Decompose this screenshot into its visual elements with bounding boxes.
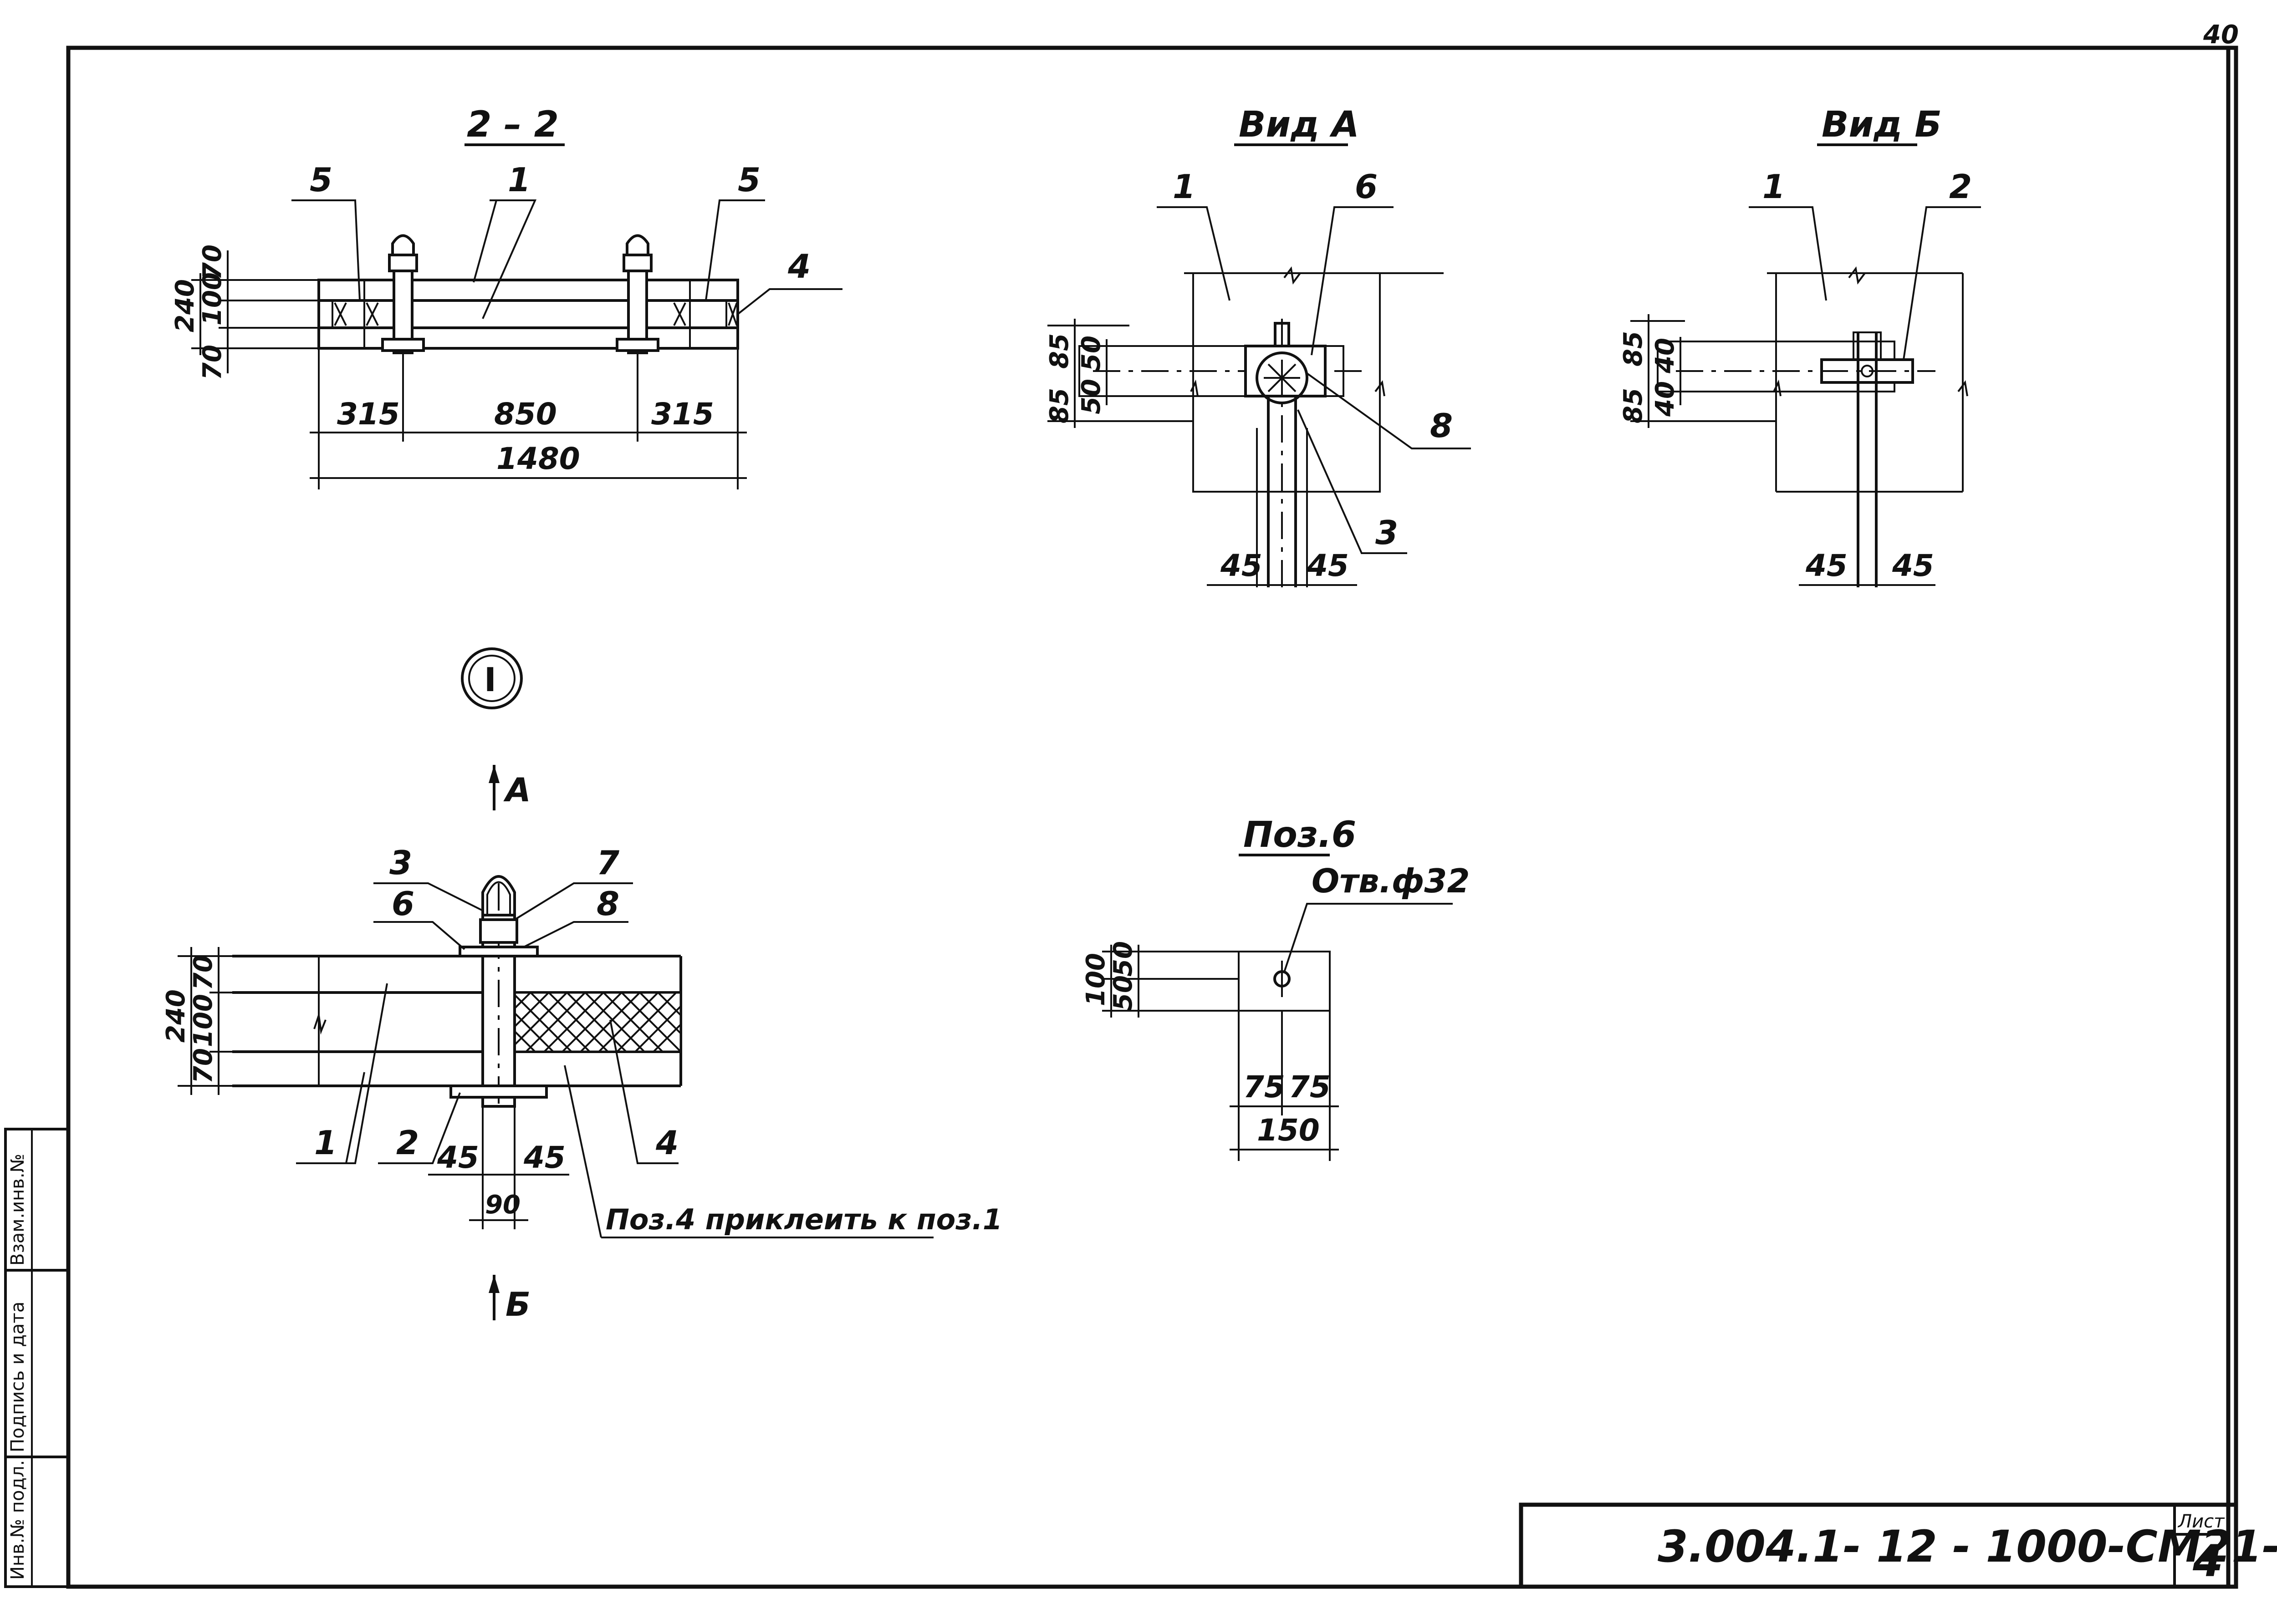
view-a-callout-6: 6 bbox=[1355, 168, 1378, 206]
view-a-dim-85-a: 85 bbox=[1045, 388, 1074, 423]
sheet-number: 4 bbox=[2192, 1536, 2223, 1587]
pos-6-dim-50-a: 50 bbox=[1108, 975, 1138, 1011]
node-dim-70-bottom: 70 bbox=[189, 1048, 218, 1084]
bolt-right bbox=[616, 234, 659, 354]
pos-6-dim-50-b: 50 bbox=[1108, 941, 1138, 977]
view-a-callout-8: 8 bbox=[1430, 407, 1453, 445]
node-callout-8: 8 bbox=[597, 885, 619, 923]
stamp-vzam-inv: Взам.инв.№ bbox=[7, 1154, 28, 1266]
pos-6-dim-75-right: 75 bbox=[1289, 1069, 1331, 1105]
document-code: 3.004.1- 12 - 1000-СМ21-4 bbox=[1658, 1521, 2277, 1572]
dim-240: 240 bbox=[170, 279, 200, 332]
view-b-dim-40-b: 40 bbox=[1650, 338, 1680, 374]
view-a-dim-45-right: 45 bbox=[1307, 548, 1349, 583]
title-block: 3.004.1- 12 - 1000-СМ21-4 Лист 4 bbox=[1519, 1502, 2277, 1589]
pos-6-dim-75-left: 75 bbox=[1243, 1069, 1285, 1105]
node-marker: I bbox=[461, 647, 523, 709]
bolt-left bbox=[381, 234, 425, 354]
node-callout-4: 4 bbox=[655, 1124, 679, 1162]
node-dim-45-left: 45 bbox=[437, 1140, 479, 1175]
dim-1480: 1480 bbox=[496, 441, 580, 476]
node-dim-45-right: 45 bbox=[523, 1140, 566, 1175]
node-callout-3: 3 bbox=[389, 844, 412, 882]
view-b-callout-1: 1 bbox=[1762, 168, 1785, 206]
view-b: Вид Б 1 2 85 85 40 40 45 45 bbox=[1618, 104, 1981, 587]
node-callout-7: 7 bbox=[597, 844, 619, 882]
insulation-hatch bbox=[511, 991, 682, 1053]
view-a-callout-3: 3 bbox=[1375, 514, 1398, 552]
pos-6-title: Поз.6 bbox=[1243, 815, 1356, 855]
view-a-title: Вид А bbox=[1239, 104, 1359, 145]
arrow-b: Б bbox=[489, 1275, 531, 1324]
section-2-2: 2 – 2 5 1 5 bbox=[170, 104, 842, 489]
view-a-dim-50-a: 50 bbox=[1077, 379, 1106, 414]
view-b-title: Вид Б bbox=[1822, 104, 1942, 145]
view-a-dim-45-left: 45 bbox=[1220, 548, 1262, 583]
section-2-2-horiz-dims: 315 850 315 1480 bbox=[310, 348, 747, 489]
stamp-inv-podl: Инв.№ подл. bbox=[7, 1460, 28, 1580]
view-b-callout-2: 2 bbox=[1949, 168, 1972, 206]
section-2-2-vert-dims: 240 70 100 70 bbox=[170, 244, 319, 380]
corner-number: 40 bbox=[2203, 20, 2239, 50]
view-b-dim-40-a: 40 bbox=[1650, 381, 1680, 417]
node-bolt bbox=[449, 875, 548, 1108]
node-dim-100: 100 bbox=[189, 994, 218, 1047]
callout-4: 4 bbox=[787, 247, 811, 285]
node-marker-label: I bbox=[484, 661, 496, 699]
dim-315-right: 315 bbox=[651, 397, 714, 432]
callout-5-right: 5 bbox=[738, 161, 761, 199]
dim-315-left: 315 bbox=[337, 397, 400, 432]
node-callout-2: 2 bbox=[396, 1124, 419, 1162]
node-callout-6: 6 bbox=[392, 885, 414, 923]
view-a: Вид А 1 6 8 3 85 85 50 50 bbox=[1045, 104, 1471, 587]
callout-1: 1 bbox=[508, 161, 531, 199]
arrow-a: А bbox=[489, 765, 531, 810]
dim-100: 100 bbox=[198, 272, 227, 326]
dim-850: 850 bbox=[494, 397, 557, 432]
node-1: I А Б bbox=[161, 647, 1002, 1324]
view-b-dim-85-a: 85 bbox=[1618, 388, 1648, 423]
view-a-callout-1: 1 bbox=[1173, 168, 1195, 206]
sheet-frame: 40 bbox=[66, 20, 2239, 1589]
stamp-podpis-data: Подпись и дата bbox=[7, 1302, 28, 1452]
node-note: Поз.4 приклеить к поз.1 bbox=[606, 1203, 1002, 1236]
view-b-dim-45-left: 45 bbox=[1805, 548, 1848, 583]
dim-70-bottom: 70 bbox=[198, 345, 227, 380]
arrow-b-label: Б bbox=[505, 1285, 531, 1324]
section-2-2-title: 2 – 2 bbox=[467, 104, 559, 145]
view-b-dim-45-right: 45 bbox=[1892, 548, 1934, 583]
bolt-head-circle bbox=[1256, 351, 1308, 404]
pos-6: Поз.6 Отв.ф32 100 50 50 75 75 150 bbox=[1081, 815, 1470, 1161]
node-callout-1: 1 bbox=[314, 1124, 337, 1162]
pos-6-hole-label: Отв.ф32 bbox=[1312, 862, 1470, 900]
pos-6-dim-100: 100 bbox=[1081, 953, 1111, 1006]
section-2-2-callouts: 5 1 5 4 bbox=[291, 161, 842, 319]
node-dim-90: 90 bbox=[485, 1190, 521, 1220]
view-b-dim-85-b: 85 bbox=[1618, 331, 1648, 367]
arrow-a-label: А bbox=[503, 771, 531, 809]
node-dim-240: 240 bbox=[161, 989, 191, 1043]
view-a-dim-85-b: 85 bbox=[1045, 333, 1074, 369]
pos-6-dim-150: 150 bbox=[1257, 1113, 1320, 1148]
callout-5-left: 5 bbox=[310, 161, 332, 199]
view-a-dim-50-b: 50 bbox=[1077, 336, 1106, 371]
stamp-column: Инв.№ подл. Подпись и дата Взам.инв.№ bbox=[4, 1128, 70, 1588]
node-dim-70-top: 70 bbox=[189, 955, 218, 990]
dim-70-top: 70 bbox=[198, 244, 227, 280]
sheet-label: Лист bbox=[2177, 1511, 2225, 1532]
